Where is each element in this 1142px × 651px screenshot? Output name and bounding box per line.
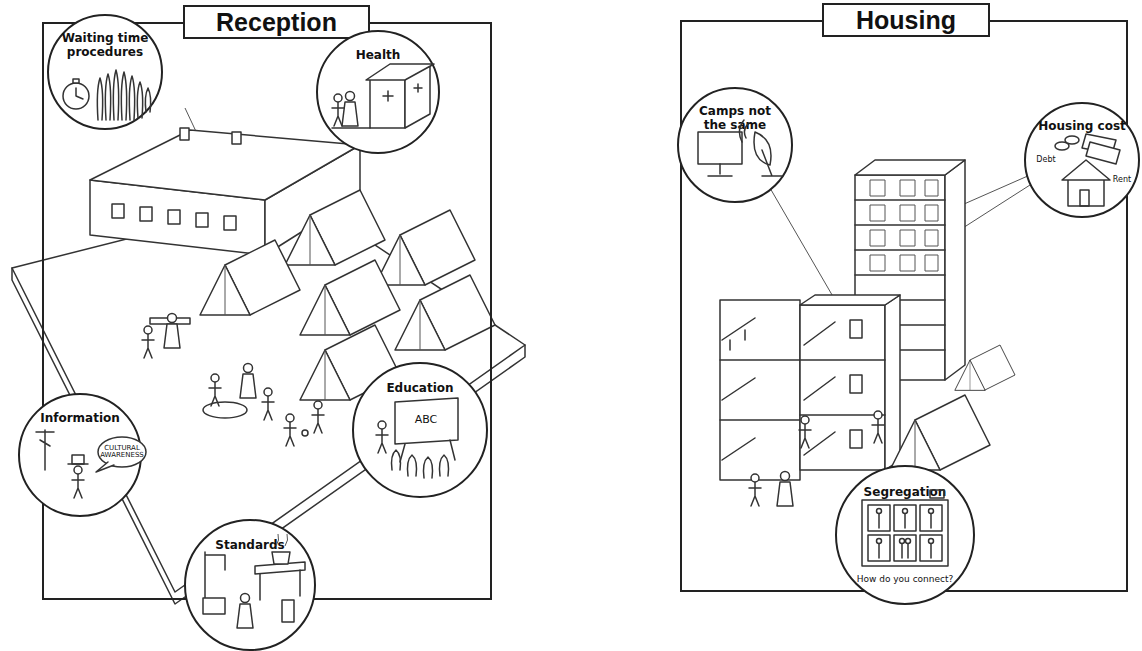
info-guide <box>36 430 146 498</box>
topic-label: Information <box>32 411 128 425</box>
classroom <box>376 398 458 478</box>
topic-circle: Camps not the same <box>677 87 793 203</box>
topic-label: Health <box>330 48 426 62</box>
section-heading: Housing <box>822 3 990 37</box>
topic-circle: Standards <box>184 519 316 651</box>
money-house <box>1055 134 1120 206</box>
topic-circle: Education <box>352 362 488 498</box>
topic-label: Education <box>367 381 473 395</box>
topic-label: Camps not the same <box>690 104 780 132</box>
stopwatch-crowd <box>63 70 151 120</box>
topic-label: Segregation <box>851 485 960 499</box>
topic-circle: Information <box>18 393 142 517</box>
camp-ground <box>12 195 525 604</box>
topic-label: Standards <box>199 538 301 552</box>
topic-circle: Housing cost <box>1024 102 1140 218</box>
topic-circle: Health <box>316 30 440 154</box>
water-cooking <box>203 534 305 628</box>
clinic-hut <box>332 64 434 128</box>
section-heading: Reception <box>183 5 370 39</box>
section-frame: ReceptionWaiting time proceduresHealthIn… <box>42 22 492 600</box>
topic-circle: Waiting time procedures <box>47 14 163 130</box>
section-frame: HousingCamps not the sameHousing costSeg… <box>680 20 1128 592</box>
topic-label: Housing cost <box>1037 119 1127 133</box>
container-stacks <box>720 295 900 480</box>
topic-circle: Segregation <box>835 465 975 605</box>
topic-label: Waiting time procedures <box>60 31 150 59</box>
tv-satellite <box>698 120 782 176</box>
apartment-facade <box>862 490 948 566</box>
people <box>142 314 324 447</box>
